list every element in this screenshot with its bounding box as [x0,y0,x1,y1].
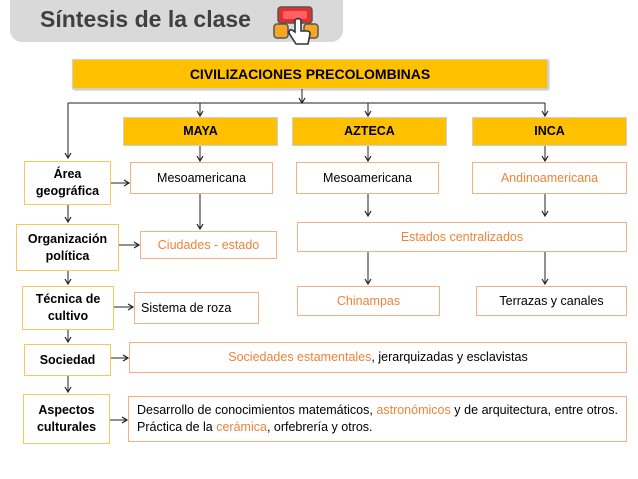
hand-click-icon [270,6,326,46]
maya-organizacion: Ciudades - estado [140,231,277,259]
azteca-inca-organizacion: Estados centralizados [297,222,627,252]
label-area-geografica: Área geográfica [24,161,111,205]
civ-header-azteca: AZTECA [292,117,447,146]
sociedad-box: Sociedades estamentales, jerarquizadas y… [129,342,627,373]
azteca-tecnica: Chinampas [297,286,440,316]
civ-header-maya: MAYA [123,117,278,146]
main-title-box: CIVILIZACIONES PRECOLOMBINAS [72,59,548,89]
sociedad-highlight: Sociedades estamentales [228,350,372,365]
civ-header-inca: INCA [472,117,627,146]
label-tecnica-cultivo: Técnica de cultivo [22,286,114,330]
aspectos-text-1: Desarrollo de conocimientos matemáticos, [137,403,377,418]
label-aspectos-culturales: Aspectos culturales [23,394,110,444]
inca-area: Andinoamericana [472,162,627,194]
maya-area: Mesoamericana [130,162,273,194]
page-title: Síntesis de la clase [40,6,251,32]
aspectos-box: Desarrollo de conocimientos matemáticos,… [128,396,627,442]
aspectos-text-3: , orfebrería y otros. [266,420,373,434]
label-organizacion-politica: Organización política [16,224,119,271]
aspectos-highlight-ceramica: cerámica [216,420,267,434]
azteca-area: Mesoamericana [296,162,439,194]
aspectos-text-2: y de arquitectura, entre otros. Práctica… [137,403,618,434]
label-sociedad: Sociedad [24,344,111,376]
inca-tecnica: Terrazas y canales [476,286,627,316]
aspectos-highlight-astronomicos: astronómicos [376,403,451,418]
sociedad-rest: , jerarquizadas y esclavistas [371,350,528,365]
maya-tecnica: Sistema de roza [134,292,259,324]
